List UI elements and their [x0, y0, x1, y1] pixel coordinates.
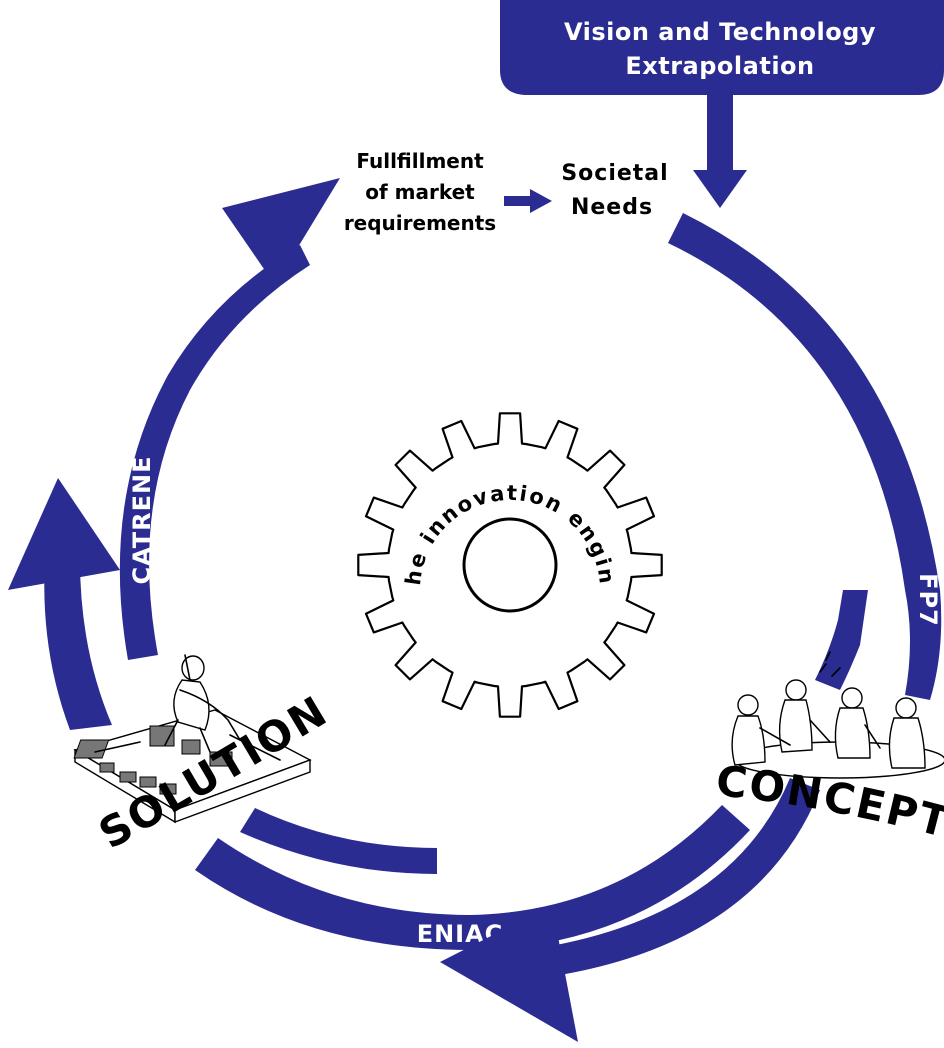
gear-icon: The innovation engine [0, 0, 663, 718]
fulfillment-line3: requirements [344, 211, 496, 235]
fulfillment-to-needs-arrow [504, 189, 552, 213]
vision-box-line2: Extrapolation [625, 52, 814, 80]
catrene-label: CATRENE [128, 455, 156, 584]
fp7-label: FP7 [914, 573, 942, 627]
societal-needs-label: Societal Needs [561, 161, 668, 220]
vision-box-line1: Vision and Technology [564, 18, 876, 46]
inner-right-bar [815, 590, 868, 690]
meeting-people-icon [731, 651, 944, 779]
fp7-arc [668, 213, 942, 700]
outer-bottom-arrow [440, 778, 820, 1042]
inner-bottom-bar [240, 808, 437, 874]
gear-hub [462, 517, 558, 613]
eniac-arc [195, 805, 750, 950]
engineer-circuit-board-icon [73, 654, 312, 824]
fulfillment-line1: Fullfillment [356, 149, 484, 173]
vision-down-arrow [693, 95, 747, 208]
outer-left-arrow [8, 478, 120, 730]
catrene-arc [119, 178, 340, 660]
fulfillment-label: Fullfillment of market requirements [344, 149, 496, 235]
fulfillment-line2: of market [365, 180, 475, 204]
societal-needs-line1: Societal [561, 161, 668, 186]
vision-box: Vision and Technology Extrapolation [500, 0, 944, 95]
societal-needs-line2: Needs [571, 195, 653, 220]
